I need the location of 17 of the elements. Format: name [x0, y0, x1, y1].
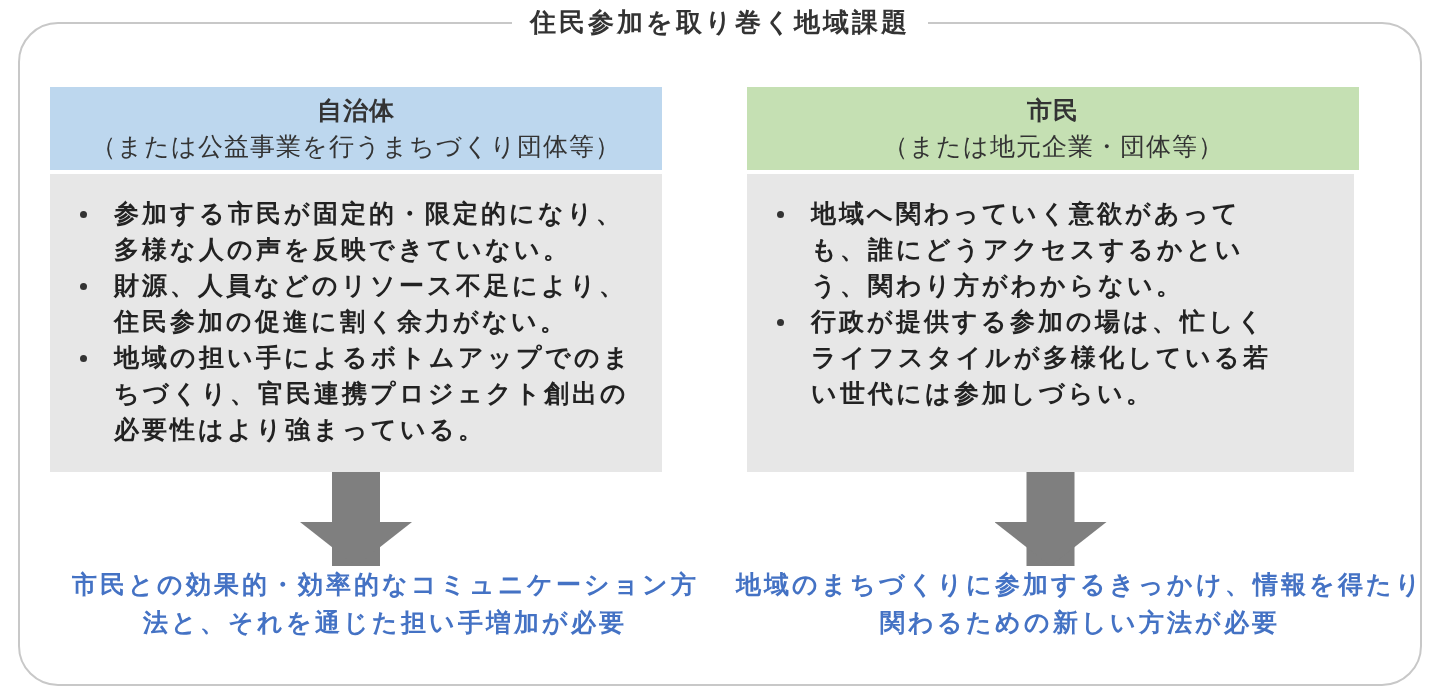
bullet-text: 参加する市民が固定的・限定的になり、多様な人の声を反映できていない。 — [114, 198, 625, 266]
bullet-text: 地域へ関わっていく意欲があっても、誰にどうアクセスするかという、関わり方がわからない。 — [811, 198, 1245, 302]
header-title: 市民 — [1027, 94, 1079, 127]
conclusion-text: 市民との効果的・効率的なコミュニケーション方法と、それを通じた担い手増加が必要 — [60, 566, 710, 656]
header-subtitle: （または公益事業を行うまちづくり団体等） — [91, 130, 621, 163]
header-band — [50, 87, 662, 170]
block-arrow — [300, 472, 412, 566]
text-panel — [747, 174, 1354, 472]
conclusion-text: 地域のまちづくりに参加するきっかけ、情報を得たり関わるための新しい方法が必要 — [730, 566, 1430, 656]
header-band — [747, 87, 1359, 170]
header-subtitle: （または地元企業・団体等） — [882, 130, 1224, 163]
bullet-text: 財源、人員などのリソース不足により、住民参加の促進に割く余力がない。 — [114, 270, 628, 338]
block-arrow — [994, 472, 1107, 566]
bullet-text: 行政が提供する参加の場は、忙しくライフスタイルが多様化している若い世代には参加しづらい。 — [811, 306, 1272, 410]
header-title: 自治体 — [317, 94, 395, 127]
text-panel — [50, 174, 662, 472]
bullet-text: 地域の担い手によるボトムアップでのまちづくり、官民連携プロジェクト創出の必要性はより強まっている。 — [114, 342, 633, 446]
